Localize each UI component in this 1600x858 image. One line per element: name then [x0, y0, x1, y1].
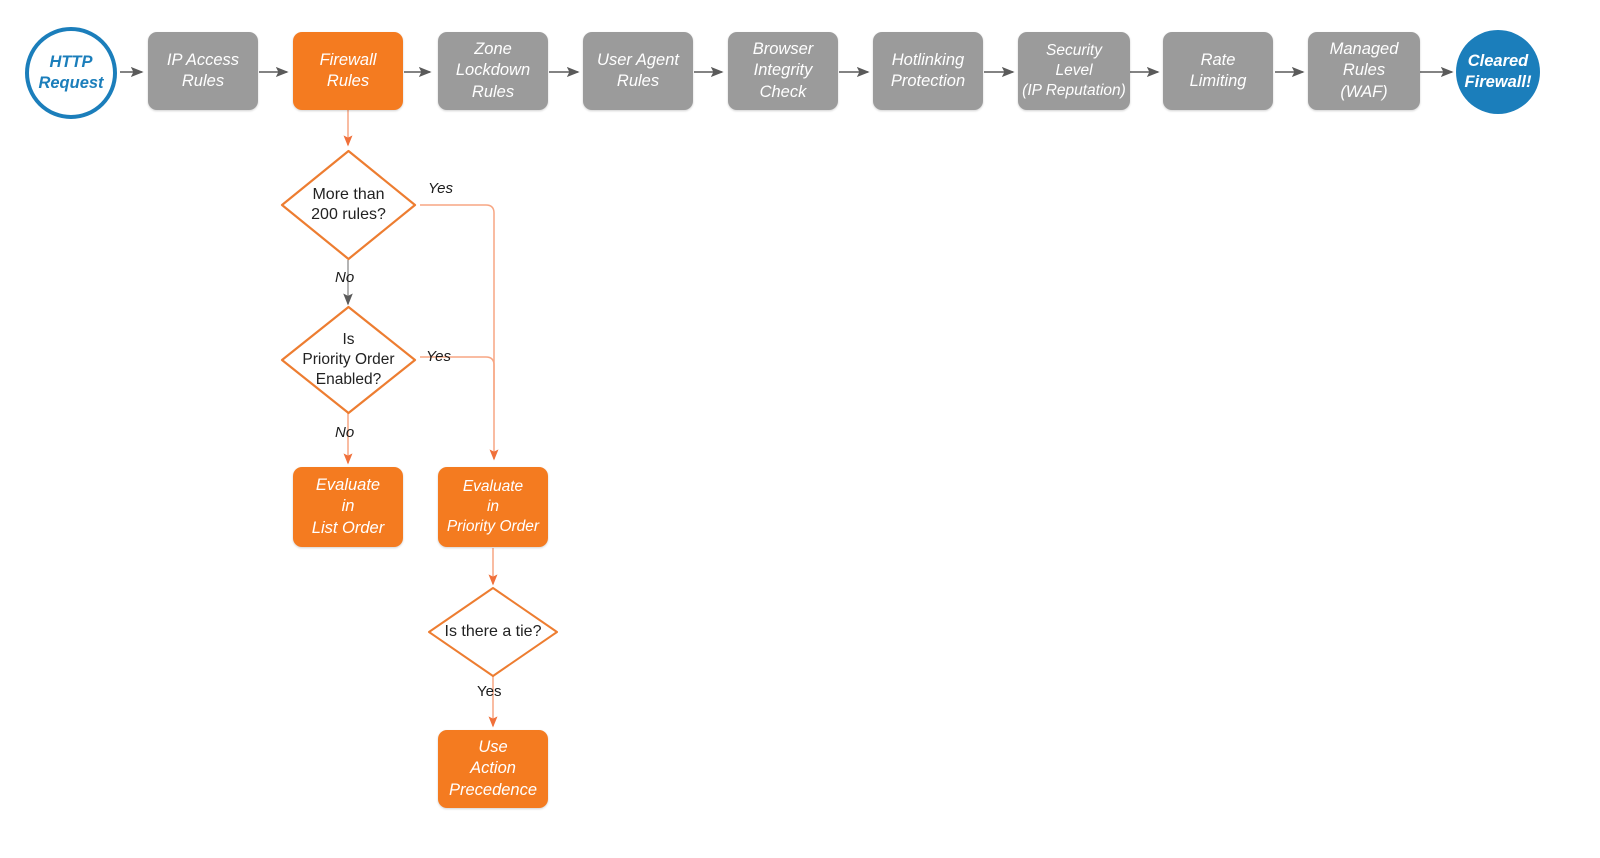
node-label: Is there a tie?: [444, 622, 542, 640]
edge-label-yes-priority-order: Yes: [426, 348, 452, 365]
node-user-agent-rules[interactable]: User Agent Rules: [583, 32, 693, 110]
node-label: Evaluate in List Order: [311, 476, 385, 537]
node-label: Rate Limiting: [1189, 50, 1247, 90]
node-zone-lockdown-rules[interactable]: Zone Lockdown Rules: [438, 32, 548, 110]
node-label: Firewall Rules: [319, 50, 377, 90]
edge-label-yes-tie: Yes: [477, 683, 502, 700]
node-managed-rules-waf[interactable]: Managed Rules (WAF): [1308, 32, 1420, 110]
node-more-than-200-rules[interactable]: More than 200 rules?: [280, 149, 417, 261]
node-hotlinking-protection[interactable]: Hotlinking Protection: [873, 32, 983, 110]
node-use-action-precedence[interactable]: Use Action Precedence: [438, 730, 548, 808]
edge-decision1-yes: [420, 204, 499, 461]
node-is-there-a-tie[interactable]: Is there a tie?: [427, 586, 559, 678]
node-label: IP Access Rules: [166, 50, 240, 90]
node-label: Is Priority Order Enabled?: [302, 331, 395, 388]
node-evaluate-priority-order[interactable]: Evaluate in Priority Order: [438, 467, 548, 547]
node-evaluate-list-order[interactable]: Evaluate in List Order: [293, 467, 403, 547]
node-label: Managed Rules (WAF): [1329, 40, 1399, 101]
node-label: Zone Lockdown Rules: [455, 40, 531, 101]
edge-label-no-200-rules: No: [335, 269, 355, 286]
node-browser-integrity-check[interactable]: Browser Integrity Check: [728, 32, 838, 110]
node-security-level[interactable]: Security Level (IP Reputation): [1018, 32, 1130, 110]
edge-label-no-priority-order: No: [335, 424, 355, 441]
node-label: Browser Integrity Check: [752, 40, 814, 101]
node-label: Evaluate in Priority Order: [446, 478, 540, 535]
node-ip-access-rules[interactable]: IP Access Rules: [148, 32, 258, 110]
node-label: HTTP Request: [38, 52, 104, 92]
diamond-shape: [280, 149, 417, 261]
node-label: Hotlinking Protection: [890, 50, 966, 90]
node-label: Security Level (IP Reputation): [1022, 42, 1126, 99]
node-rate-limiting[interactable]: Rate Limiting: [1163, 32, 1273, 110]
edge-label-yes-200-rules: Yes: [428, 180, 454, 197]
node-label: Cleared Firewall!: [1464, 51, 1532, 91]
node-label: User Agent Rules: [597, 50, 679, 90]
node-http-request[interactable]: HTTP Request: [25, 27, 117, 119]
diamond-shape: [280, 305, 417, 415]
node-cleared-firewall[interactable]: Cleared Firewall!: [1456, 30, 1540, 114]
node-label: Use Action Precedence: [448, 738, 538, 799]
node-is-priority-order-enabled[interactable]: Is Priority Order Enabled?: [280, 305, 417, 415]
node-firewall-rules[interactable]: Firewall Rules: [293, 32, 403, 110]
diamond-shape: [428, 587, 558, 677]
node-label: More than 200 rules?: [311, 185, 386, 223]
